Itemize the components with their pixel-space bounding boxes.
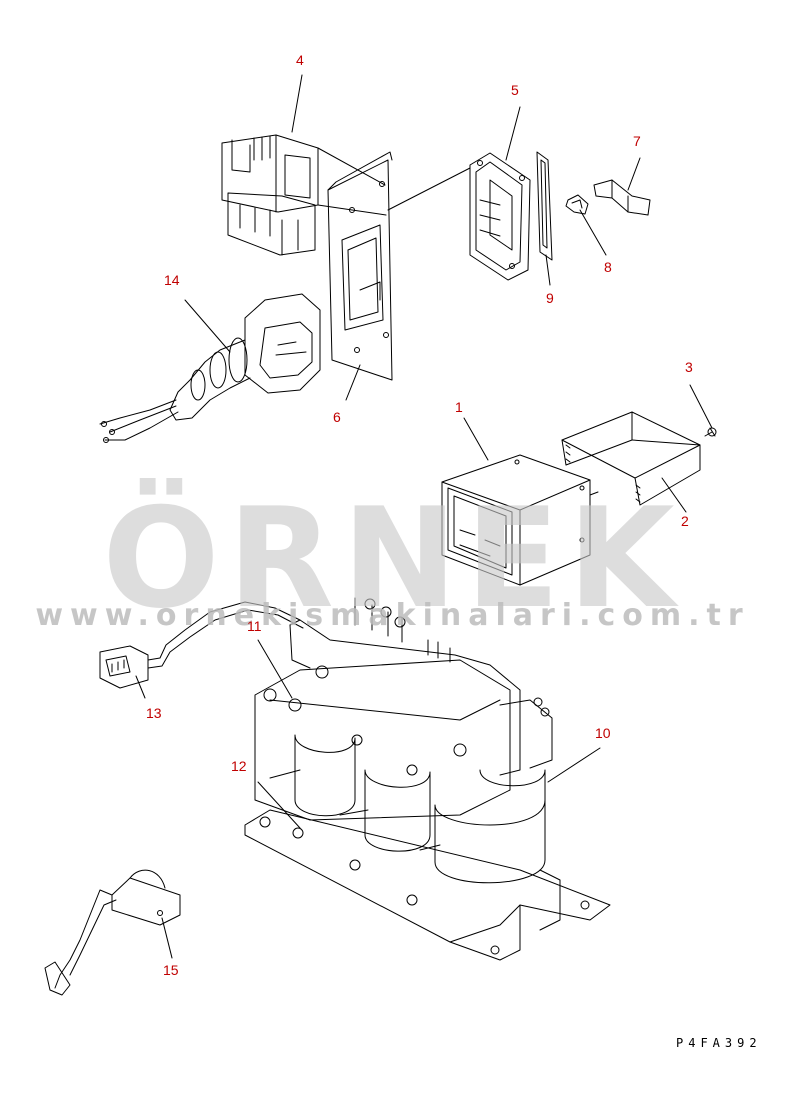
watermark-url: www.ornekismakinalari.com.tr	[35, 598, 750, 633]
leader-lines	[135, 74, 713, 959]
callout-12: 12	[231, 758, 247, 774]
callout-7: 7	[633, 133, 641, 149]
callout-3: 3	[685, 359, 693, 375]
part-15-sensor	[44, 869, 181, 996]
callout-2: 2	[681, 513, 689, 529]
part-14-plug	[99, 293, 321, 443]
callout-11: 11	[247, 618, 262, 634]
part-9-gasket	[536, 151, 553, 261]
part-6-plate	[317, 147, 471, 381]
part-8-clip	[565, 194, 589, 215]
callout-9: 9	[546, 290, 554, 306]
part-1-cover	[441, 454, 599, 586]
callout-14: 14	[164, 272, 180, 288]
part-5-receptacle	[469, 152, 531, 281]
callout-6: 6	[333, 409, 341, 425]
part-13-connector	[99, 601, 304, 689]
watermark-brand: ÖRNEK	[102, 478, 683, 639]
part-7-bracket	[593, 179, 651, 216]
callout-13: 13	[146, 705, 162, 721]
callout-1: 1	[455, 399, 463, 415]
part-10-transformer	[244, 597, 611, 961]
callout-8: 8	[604, 259, 612, 275]
part-2-tray	[561, 411, 701, 506]
callout-4: 4	[296, 52, 304, 68]
callout-10: 10	[595, 725, 611, 741]
callout-15: 15	[163, 962, 179, 978]
callout-5: 5	[511, 82, 519, 98]
part-3-screw	[704, 427, 717, 437]
part-4-connector	[221, 134, 319, 256]
drawing-code: P4FA392	[676, 1036, 762, 1050]
